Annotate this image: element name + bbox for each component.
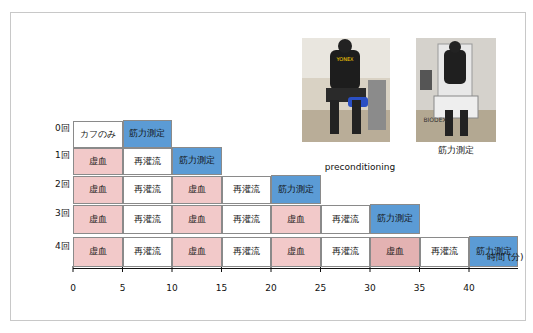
box-text: 筋力測定 xyxy=(377,214,413,224)
box-text: 虚血 xyxy=(287,247,305,257)
axis-title: 時間 (分) xyxy=(487,253,524,263)
box-text: 虚血 xyxy=(188,247,206,257)
axis-tick-label: 40 xyxy=(463,284,474,294)
row-label: 0回 xyxy=(55,124,70,134)
ischemia-box: 虚血 xyxy=(271,237,321,267)
reperfusion-box: 再灌流 xyxy=(420,237,470,267)
time-axis xyxy=(73,268,518,269)
photo-caption: 筋力測定 xyxy=(438,146,474,156)
ischemia-box: 虚血 xyxy=(73,176,123,204)
axis-tick-label: 20 xyxy=(265,284,276,294)
box-text: 虚血 xyxy=(386,247,404,257)
box-text: 筋力測定 xyxy=(179,156,215,166)
measurement-box: 筋力測定 xyxy=(123,120,173,148)
box-text: 再灌流 xyxy=(134,215,161,225)
box-text: 虚血 xyxy=(287,215,305,225)
box-text: 再灌流 xyxy=(233,247,260,257)
box-text: 再灌流 xyxy=(134,247,161,257)
ischemia-box: 虚血 xyxy=(172,205,222,234)
row-label: 2回 xyxy=(55,180,70,190)
axis-tick-label: 25 xyxy=(315,284,326,294)
frame xyxy=(11,13,526,321)
photo-logo: YONEX xyxy=(336,57,353,63)
reperfusion-box: 再灌流 xyxy=(321,237,371,267)
reperfusion-box: 再灌流 xyxy=(123,148,173,175)
box-text: カフのみ xyxy=(80,130,116,140)
photo-strength-test xyxy=(416,38,496,142)
reperfusion-box: 再灌流 xyxy=(123,205,173,234)
reperfusion-box: 再灌流 xyxy=(222,205,272,234)
axis-tick-label: 15 xyxy=(216,284,227,294)
ischemia-box: 虚血 xyxy=(73,148,123,175)
box-text: 虚血 xyxy=(188,185,206,195)
row-label: 3回 xyxy=(55,209,70,219)
axis-tick-label: 10 xyxy=(166,284,177,294)
photo-logo: BIODEX xyxy=(423,117,446,124)
photo-preconditioning xyxy=(302,38,390,142)
reperfusion-box: 再灌流 xyxy=(222,237,272,267)
reperfusion-box: カフのみ xyxy=(73,121,123,148)
axis-tick-label: 35 xyxy=(414,284,425,294)
measurement-box: 筋力測定 xyxy=(370,204,420,234)
box-text: 虚血 xyxy=(89,215,107,225)
box-text: 再灌流 xyxy=(134,157,161,167)
box-text: 虚血 xyxy=(89,247,107,257)
box-text: 再灌流 xyxy=(134,185,161,195)
ischemia-box: 虚血 xyxy=(172,237,222,267)
box-text: 再灌流 xyxy=(332,215,359,225)
measurement-box: 筋力測定 xyxy=(469,236,518,267)
measurement-box: 筋力測定 xyxy=(172,147,222,175)
axis-tick-label: 0 xyxy=(70,284,76,294)
box-text: 虚血 xyxy=(89,157,107,167)
row-label: 1回 xyxy=(55,151,70,161)
measurement-box: 筋力測定 xyxy=(271,175,321,204)
reperfusion-box: 再灌流 xyxy=(123,237,173,267)
box-text: 再灌流 xyxy=(233,215,260,225)
box-text: 再灌流 xyxy=(233,185,260,195)
axis-tick-label: 30 xyxy=(364,284,375,294)
box-text: 再灌流 xyxy=(332,247,359,257)
reperfusion-box: 再灌流 xyxy=(222,176,272,204)
axis-tick-label: 5 xyxy=(120,284,126,294)
reperfusion-box: 再灌流 xyxy=(321,205,371,234)
ischemia-box: 虚血 xyxy=(73,205,123,234)
photo-caption: preconditioning xyxy=(325,163,395,173)
ischemia-box: 虚血 xyxy=(271,205,321,234)
ischemia-box: 虚血 xyxy=(73,237,123,267)
box-text: 筋力測定 xyxy=(129,129,165,139)
box-text: 虚血 xyxy=(188,215,206,225)
ischemia-box: 虚血 xyxy=(370,237,420,267)
ischemia-box: 虚血 xyxy=(172,176,222,204)
box-text: 筋力測定 xyxy=(278,185,314,195)
box-text: 虚血 xyxy=(89,185,107,195)
box-text: 再灌流 xyxy=(431,247,458,257)
reperfusion-box: 再灌流 xyxy=(123,176,173,204)
row-label: 4回 xyxy=(55,242,70,252)
